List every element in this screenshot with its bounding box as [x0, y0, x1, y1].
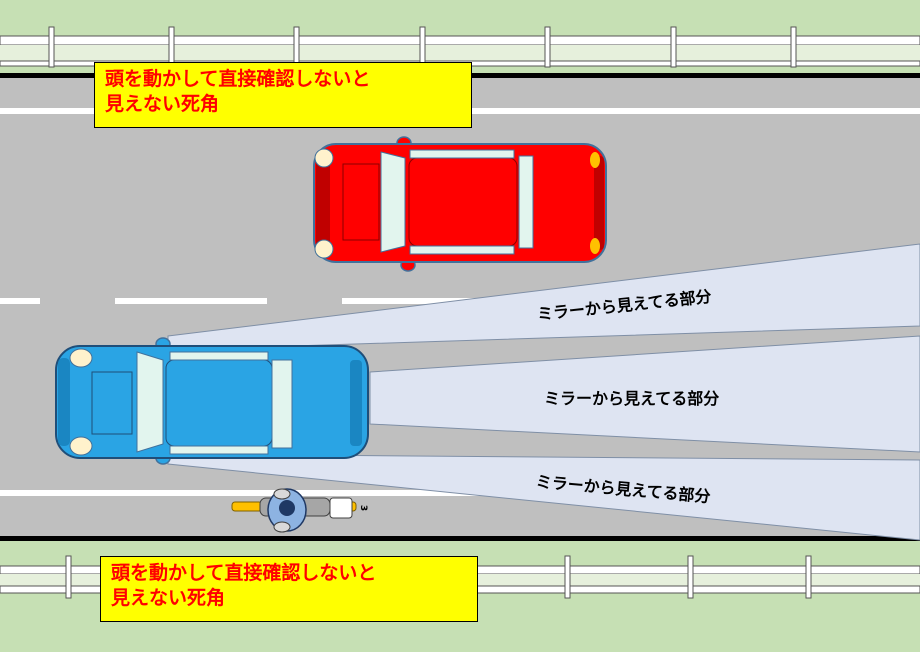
- red-car: [313, 136, 607, 272]
- mirror-label-middle: ミラーから見えてる部分: [544, 389, 720, 408]
- blind-spot-note-top: 頭を動かして直接確認しないと 見えない死角: [94, 62, 472, 128]
- mirror-view-middle: [369, 335, 920, 453]
- lane-divider-dashed: [0, 298, 494, 304]
- note-bottom-line1: 頭を動かして直接確認しないと: [111, 562, 377, 584]
- note-top-line1: 頭を動かして直接確認しないと: [105, 68, 371, 90]
- motorcycle: 3: [231, 488, 368, 533]
- road-edge-bottom: [0, 536, 920, 541]
- motorcycle-plate-number: 3: [358, 505, 368, 511]
- note-top-line2: 見えない死角: [105, 93, 220, 115]
- blind-spot-note-bottom: 頭を動かして直接確認しないと 見えない死角: [100, 556, 478, 622]
- blue-car: [55, 337, 369, 465]
- mirror-view-areas: [167, 243, 920, 541]
- note-bottom-line2: 見えない死角: [111, 587, 226, 609]
